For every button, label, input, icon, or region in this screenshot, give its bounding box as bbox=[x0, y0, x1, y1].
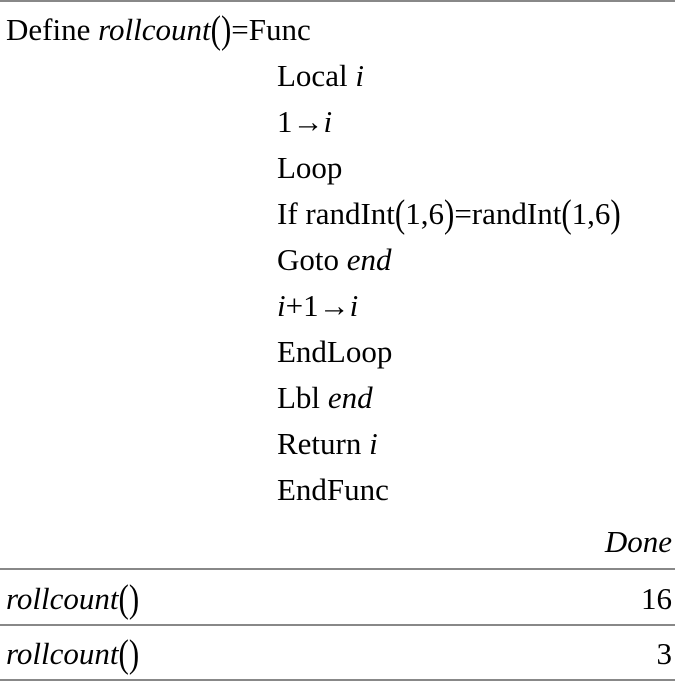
bottom-divider bbox=[0, 679, 675, 681]
define-keyword: Define bbox=[6, 12, 91, 47]
function-name: rollcount bbox=[98, 12, 211, 47]
code-line-lbl: Lbl end bbox=[277, 380, 373, 415]
call-result: 16 bbox=[641, 581, 672, 616]
call-expression: rollcount() bbox=[6, 576, 140, 621]
close-paren: ) bbox=[220, 7, 232, 52]
entry-divider bbox=[0, 568, 675, 570]
code-line-local: Local i bbox=[277, 58, 364, 93]
code-line-assign: 1→i bbox=[277, 104, 333, 139]
code-line-goto: Goto end bbox=[277, 242, 392, 277]
code-line-loop: Loop bbox=[277, 150, 343, 185]
code-line-increment: i+1→i bbox=[277, 288, 359, 323]
equals-func: =Func bbox=[231, 12, 311, 47]
call-result: 3 bbox=[656, 636, 673, 671]
code-line-endfunc: EndFunc bbox=[277, 472, 389, 507]
open-paren: ( bbox=[210, 7, 221, 52]
code-line-if: If randInt(1,6)=randInt(1,6) bbox=[277, 191, 621, 236]
top-divider bbox=[0, 0, 675, 2]
code-line-endloop: EndLoop bbox=[277, 334, 393, 369]
define-line: Define rollcount()=Func bbox=[6, 10, 311, 49]
entry-divider bbox=[0, 624, 675, 626]
call-expression: rollcount() bbox=[6, 631, 140, 676]
code-line-return: Return i bbox=[277, 426, 378, 461]
define-result: Done bbox=[604, 524, 672, 559]
